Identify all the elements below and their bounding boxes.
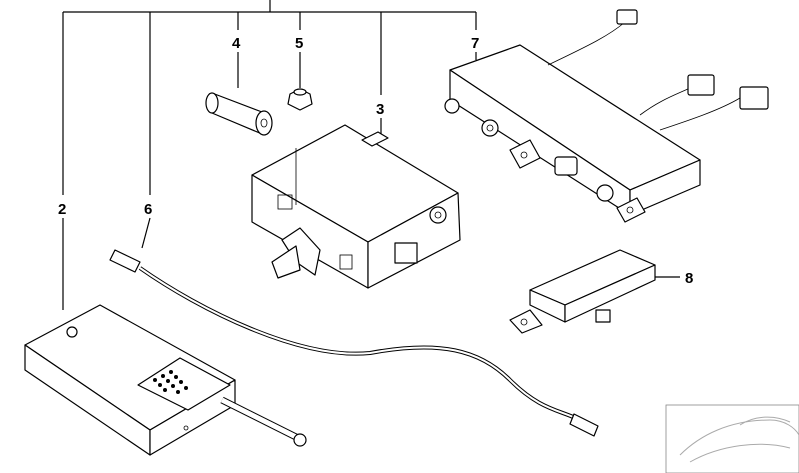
part-3-control-unit <box>251 124 461 289</box>
callout-4: 4 <box>232 35 241 52</box>
part-2-handset <box>24 304 307 456</box>
callout-5: 5 <box>295 35 303 52</box>
callout-7: 7 <box>471 35 479 52</box>
callout-6: 6 <box>144 201 152 218</box>
logo-icon <box>66 326 78 338</box>
part-8-module <box>509 249 656 334</box>
part-6-cable <box>109 249 599 437</box>
keypad <box>153 370 188 394</box>
callout-8: 8 <box>685 270 693 287</box>
part-5-nut <box>287 88 313 111</box>
callout-3: 3 <box>376 101 384 118</box>
part-4-cylinder <box>205 92 273 136</box>
callout-bracket <box>62 0 477 195</box>
part-7-amplifier <box>444 9 769 223</box>
callout-2: 2 <box>58 201 66 218</box>
car-thumbnail <box>665 404 799 473</box>
